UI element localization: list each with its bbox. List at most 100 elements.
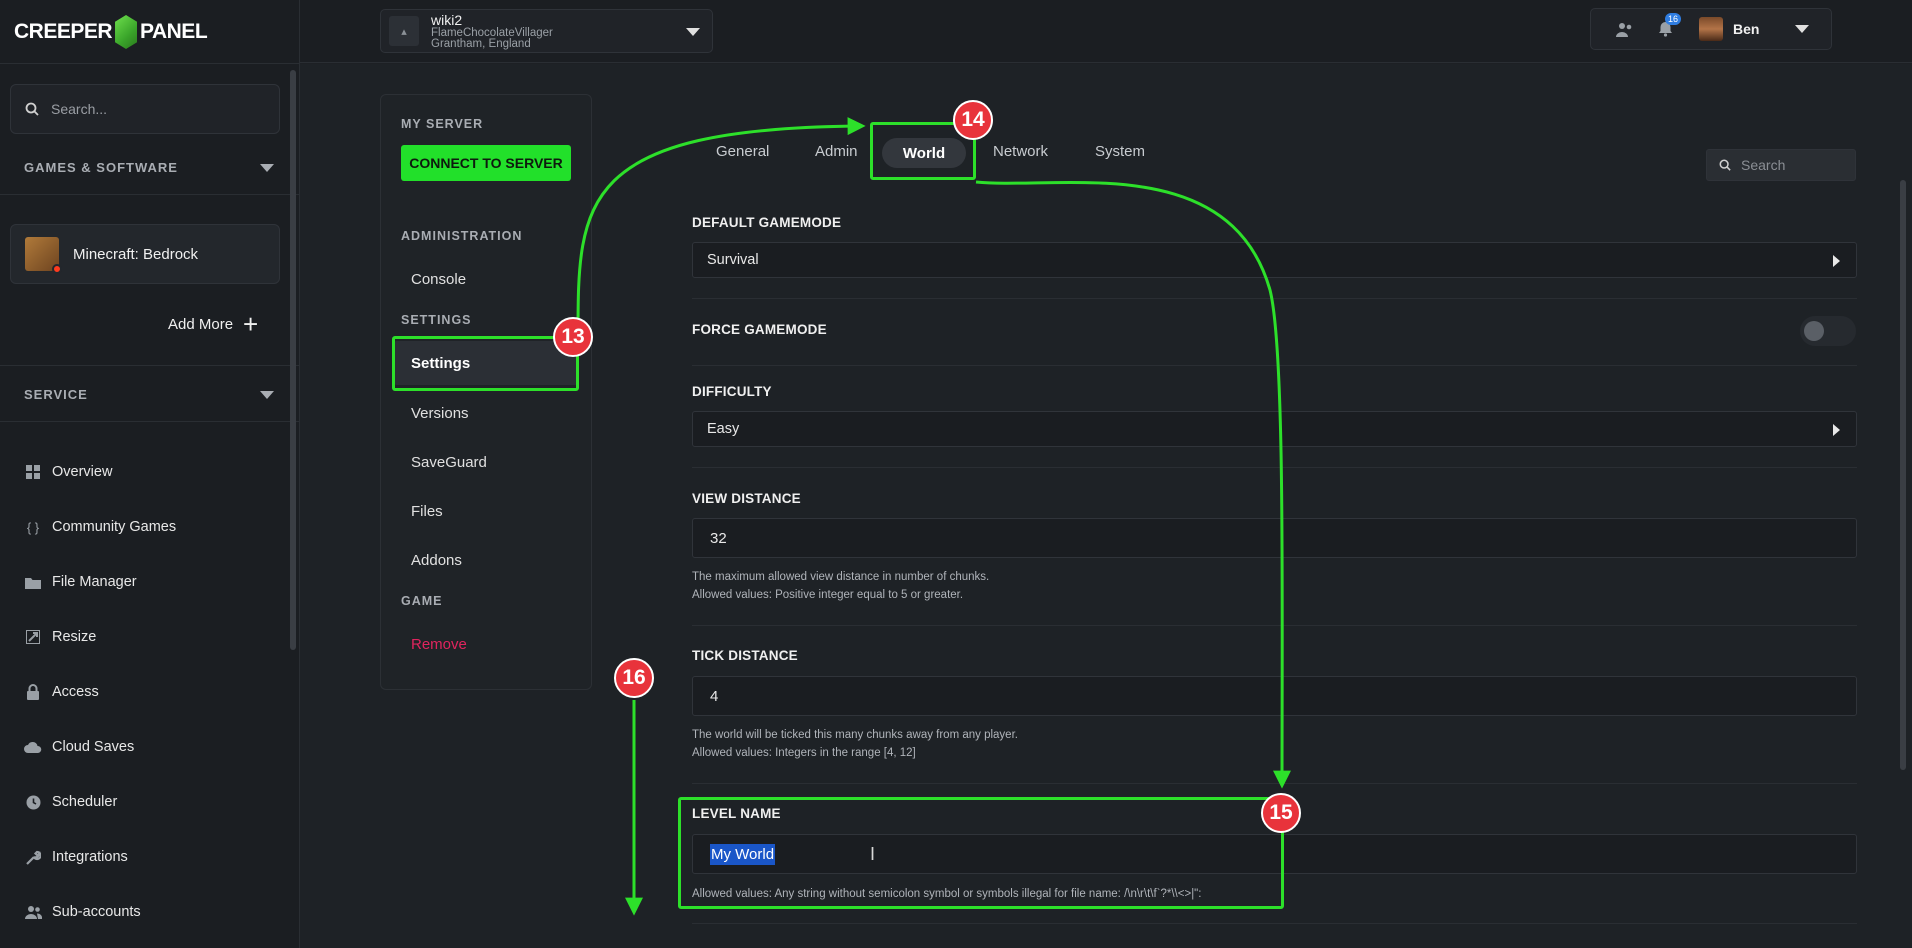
- server-icon: ▴: [389, 16, 419, 46]
- logo-text-right: PANEL: [140, 20, 208, 43]
- sidebar-divider: [0, 365, 300, 366]
- tick-distance-help: The world will be ticked this many chunk…: [692, 726, 1018, 762]
- chevron-down-icon[interactable]: [1795, 25, 1810, 33]
- sidebar-item-overview[interactable]: Overview: [24, 463, 112, 481]
- menu-item-settings[interactable]: Settings: [393, 341, 579, 385]
- sidebar-item-access[interactable]: Access: [24, 683, 99, 701]
- sidebar-item-sub-accounts[interactable]: Sub-accounts: [24, 903, 141, 921]
- search-icon: [25, 102, 39, 116]
- add-more-label: Add More: [168, 315, 234, 333]
- text-cursor-icon: I: [870, 844, 876, 864]
- sidebar-item-cloud-saves[interactable]: Cloud Saves: [24, 738, 134, 756]
- menu-item-addons[interactable]: Addons: [411, 552, 462, 569]
- content-scrollbar[interactable]: [1900, 180, 1906, 770]
- tick-distance-input[interactable]: 4: [692, 676, 1857, 716]
- game-card-label: Minecraft: Bedrock: [73, 245, 199, 263]
- games-section-header[interactable]: GAMES & SOFTWARE: [24, 160, 274, 175]
- service-section-header[interactable]: SERVICE: [24, 387, 274, 402]
- notification-badge: 16: [1664, 13, 1681, 25]
- add-more-button[interactable]: Add More +: [168, 311, 258, 337]
- toggle-knob: [1804, 321, 1824, 341]
- tick-distance-label: TICK DISTANCE: [692, 648, 798, 663]
- help-text: The world will be ticked this many chunk…: [692, 729, 1018, 741]
- step-marker-14: 14: [953, 100, 993, 140]
- bell-icon[interactable]: 16: [1645, 13, 1685, 37]
- chevron-down-icon[interactable]: [260, 390, 274, 399]
- tab-world[interactable]: World: [882, 138, 966, 168]
- help-text: Allowed values: Integers in the range [4…: [692, 747, 916, 759]
- sidebar-item-label: File Manager: [52, 574, 137, 590]
- server-selector[interactable]: ▴ wiki2 FlameChocolateVillager Grantham,…: [380, 9, 713, 53]
- sidebar-item-label: Scheduler: [52, 794, 118, 810]
- connect-to-server-button[interactable]: CONNECT TO SERVER: [401, 145, 571, 181]
- field-divider: [692, 365, 1857, 366]
- settings-search-input[interactable]: [1741, 157, 1851, 173]
- force-gamemode-label: FORCE GAMEMODE: [692, 322, 827, 337]
- server-host: FlameChocolateVillager: [431, 26, 553, 39]
- cloud-icon: [24, 738, 42, 756]
- sidebar-search[interactable]: [10, 84, 280, 134]
- sidebar-item-resize[interactable]: Resize: [24, 628, 96, 646]
- sidebar-divider: [0, 421, 300, 422]
- avatar: [1699, 17, 1723, 41]
- tab-system[interactable]: System: [1095, 143, 1146, 160]
- sidebar-item-label: Cloud Saves: [52, 739, 135, 755]
- sidebar-item-file-manager[interactable]: File Manager: [24, 573, 137, 591]
- chevron-down-icon[interactable]: [260, 163, 274, 172]
- sidebar-scrollbar[interactable]: [290, 70, 296, 650]
- sidebar-item-label: Community Games: [52, 519, 177, 535]
- view-distance-label: VIEW DISTANCE: [692, 491, 801, 506]
- folder-icon: [24, 573, 42, 591]
- sidebar-item-community-games[interactable]: { } Community Games: [24, 518, 176, 536]
- menu-item-console[interactable]: Console: [411, 271, 467, 288]
- sidebar-item-label: Resize: [52, 629, 97, 645]
- grid-icon: [24, 463, 42, 481]
- help-text: The maximum allowed view distance in num…: [692, 571, 990, 583]
- default-gamemode-select[interactable]: Survival: [692, 242, 1857, 278]
- view-distance-input[interactable]: 32: [692, 518, 1857, 558]
- game-card-minecraft-bedrock[interactable]: Minecraft: Bedrock: [10, 224, 280, 284]
- server-menu: MY SERVER CONNECT TO SERVER ADMINISTRATI…: [380, 94, 592, 690]
- force-gamemode-toggle[interactable]: [1800, 316, 1856, 346]
- friends-icon[interactable]: [1605, 22, 1645, 37]
- step-marker-15: 15: [1261, 793, 1301, 833]
- difficulty-select[interactable]: Easy: [692, 411, 1857, 447]
- help-text: Allowed values: Positive integer equal t…: [692, 589, 964, 601]
- highlight-level-name: [678, 797, 1284, 909]
- sidebar-search-input[interactable]: [51, 101, 251, 117]
- resize-icon: [24, 628, 42, 646]
- braces-icon: { }: [26, 519, 40, 535]
- settings-header: SETTINGS: [401, 313, 472, 327]
- highlight-settings: [392, 336, 579, 391]
- field-divider: [692, 783, 1857, 784]
- tab-general[interactable]: General: [716, 143, 770, 160]
- logo-text-left: CREEPER: [14, 20, 113, 43]
- step-marker-16: 16: [614, 658, 654, 698]
- chevron-down-icon[interactable]: [686, 28, 700, 36]
- highlight-world-tab: [870, 122, 976, 180]
- difficulty-value: Easy: [707, 421, 740, 437]
- caret-right-icon: [1833, 255, 1840, 267]
- sidebar-item-scheduler[interactable]: Scheduler: [24, 793, 117, 811]
- menu-item-remove[interactable]: Remove: [411, 636, 467, 653]
- server-name: wiki2: [431, 11, 463, 28]
- menu-item-saveguard[interactable]: SaveGuard: [411, 454, 487, 471]
- level-name-label: LEVEL NAME: [692, 806, 781, 821]
- settings-search[interactable]: [1706, 149, 1856, 181]
- clock-icon: [24, 793, 42, 811]
- tab-network[interactable]: Network: [993, 143, 1049, 160]
- administration-header: ADMINISTRATION: [401, 229, 523, 243]
- sidebar-item-integrations[interactable]: Integrations: [24, 848, 128, 866]
- field-divider: [692, 625, 1857, 626]
- user-menu[interactable]: 16 Ben: [1590, 8, 1832, 50]
- logo[interactable]: CREEPER PANEL: [14, 14, 208, 50]
- tab-admin[interactable]: Admin: [815, 143, 858, 160]
- my-server-header: MY SERVER: [401, 117, 484, 131]
- menu-item-files[interactable]: Files: [411, 503, 443, 520]
- top-bar: ▴ wiki2 FlameChocolateVillager Grantham,…: [300, 0, 1912, 63]
- status-dot: [52, 264, 62, 274]
- sidebar-item-label: Integrations: [52, 849, 128, 865]
- menu-item-versions[interactable]: Versions: [411, 405, 469, 422]
- service-section-label: SERVICE: [24, 387, 88, 402]
- level-name-input[interactable]: My World: [692, 834, 1857, 874]
